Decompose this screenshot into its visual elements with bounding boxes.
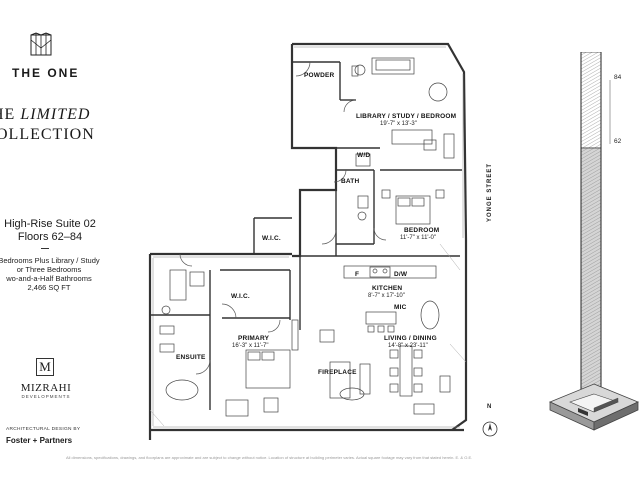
interior-walls <box>150 61 462 410</box>
exterior-walls <box>148 42 468 440</box>
tower-floor-bottom: 62 <box>614 138 622 145</box>
suite-desc-line-1: Bedrooms Plus Library / Study <box>0 256 100 265</box>
room-powder: POWDER <box>304 72 335 79</box>
tower-elevation-icon <box>580 52 602 392</box>
window-lines <box>152 46 464 428</box>
room-library: LIBRARY / STUDY / BEDROOM <box>356 113 457 120</box>
suite-area: 2,466 SQ FT <box>27 283 71 292</box>
room-wd: W/D <box>357 152 371 159</box>
room-library-dim: 19'-7" x 13'-3" <box>380 121 417 127</box>
suite-floors: Floors 62–84 <box>17 231 83 243</box>
room-bedroom-dim: 11'-7" x 11'-0" <box>400 235 437 241</box>
the-one-logo-icon <box>30 32 52 56</box>
doors <box>179 61 387 375</box>
room-fireplace: FIREPLACE <box>318 369 357 376</box>
north-label: N <box>487 404 492 410</box>
appliance-dishwasher: D/W <box>394 271 408 278</box>
tower-floor-top: 84 <box>614 74 622 81</box>
developer-name: MIZRAHI <box>20 382 72 394</box>
suite-description: Bedrooms Plus Library / Study or Three B… <box>0 256 102 292</box>
architect-name: Foster + Partners <box>6 436 73 445</box>
room-living: LIVING / DINING <box>384 335 437 342</box>
room-wic-1: W.I.C. <box>262 235 281 242</box>
isometric-building-icon <box>548 383 640 431</box>
room-primary-dim: 16'-3" x 11'-7" <box>232 343 269 349</box>
suite-heading: High-Rise Suite 02 Floors 62–84 <box>0 218 102 244</box>
collection-title-line-1: HE LIMITED <box>0 106 91 123</box>
developer-logo: M <box>36 358 54 376</box>
brand-name: THE ONE <box>12 66 80 80</box>
info-panel: THE ONE HE LIMITED OLLECTION High-Rise S… <box>0 0 150 480</box>
suite-title: High-Rise Suite 02 <box>4 218 96 230</box>
appliance-fridge: F <box>355 271 360 278</box>
suite-desc-line-3: wo-and-a-Half Bathrooms <box>6 274 92 283</box>
room-ensuite: ENSUITE <box>176 354 206 361</box>
suite-desc-line-2: or Three Bedrooms <box>16 265 82 274</box>
appliance-microwave: MIC <box>394 304 407 311</box>
disclaimer: All dimensions, specifications, drawings… <box>66 455 473 460</box>
room-kitchen-dim: 8'-7" x 17'-10" <box>368 293 405 299</box>
north-arrow-icon <box>482 421 498 437</box>
room-wic-2: W.I.C. <box>231 293 250 300</box>
room-primary: PRIMARY <box>238 335 270 342</box>
street-label: YONGE STREET <box>487 162 493 222</box>
collection-title-line-2: OLLECTION <box>0 126 95 143</box>
divider <box>41 248 49 249</box>
room-bath: BATH <box>341 178 360 185</box>
tower-floor-bracket <box>609 80 611 144</box>
room-living-dim: 14'-8" x 23'-11" <box>388 343 428 349</box>
developer-sub: DEVELOPMENTS <box>21 394 71 399</box>
furniture <box>159 57 455 417</box>
room-kitchen: KITCHEN <box>372 285 403 292</box>
room-bedroom: BEDROOM <box>404 227 440 234</box>
architect-label: ARCHITECTURAL DESIGN BY <box>6 427 81 432</box>
